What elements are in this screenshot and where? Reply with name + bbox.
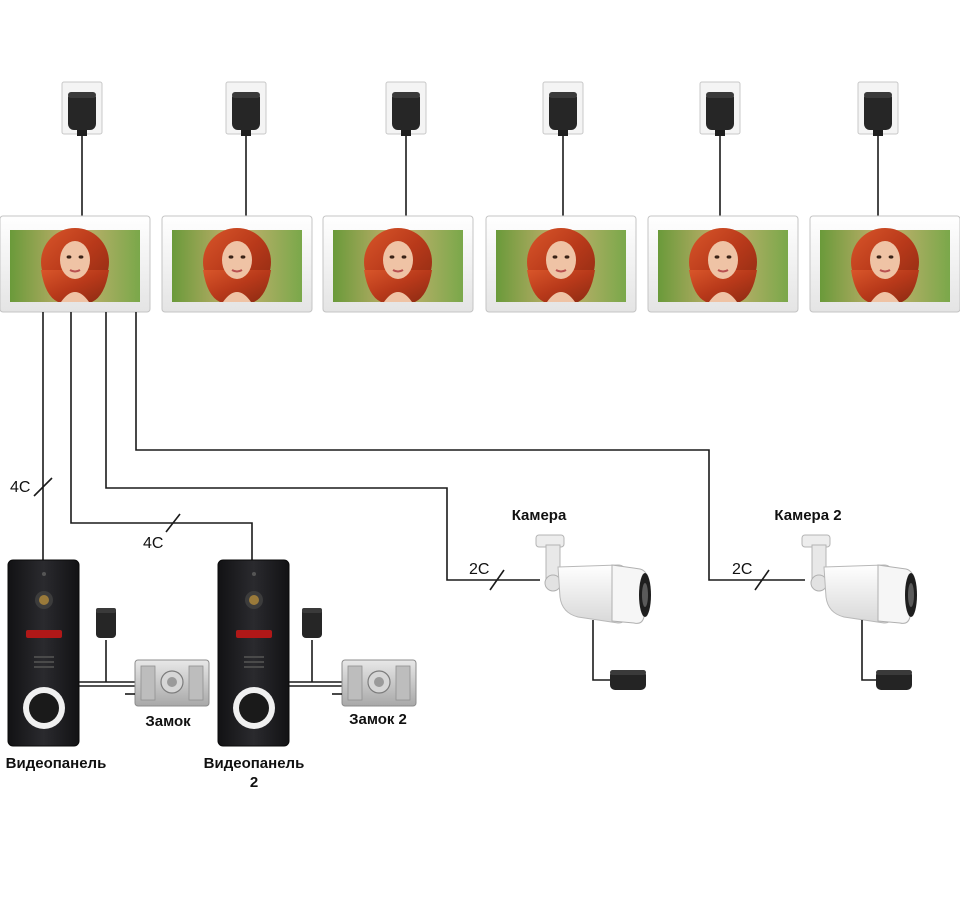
power-adapter-icon <box>542 81 584 137</box>
monitor-1 <box>0 215 151 313</box>
monitor-power-adapters <box>61 81 899 137</box>
monitors-row <box>0 215 960 313</box>
panel-1-label: Видеопанель <box>6 755 107 772</box>
panel-1-lock-wiring <box>79 640 135 687</box>
panel-2-lock-wiring <box>289 640 342 687</box>
door-panel-2 <box>217 559 290 747</box>
power-adapter-icon <box>61 81 103 137</box>
wiring <box>33 312 805 591</box>
power-adapter-icon <box>96 608 116 638</box>
lock-1-label: Замок <box>145 713 191 730</box>
monitor-6 <box>809 215 960 313</box>
door-panel-1 <box>7 559 80 747</box>
power-adapter-icon <box>385 81 427 137</box>
power-adapter-icon <box>225 81 267 137</box>
lock-2-label: Замок 2 <box>349 711 407 728</box>
power-adapter-icon <box>857 81 899 137</box>
monitor-2 <box>161 215 313 313</box>
wire-camera-1 <box>105 312 540 581</box>
power-adapter-icon <box>302 608 322 638</box>
power-adapter-icon <box>699 81 741 137</box>
camera-2-label: Камера 2 <box>774 507 841 524</box>
wire-label-camera-1: 2С <box>469 561 489 578</box>
power-adapter-icon <box>876 670 912 690</box>
camera-2-power-cord <box>861 620 878 681</box>
camera-2 <box>801 534 918 624</box>
camera-1-label: Камера <box>512 507 567 524</box>
wire-label-camera-2: 2С <box>732 561 752 578</box>
monitor-4 <box>485 215 637 313</box>
power-adapter-icon <box>610 670 646 690</box>
monitor-5 <box>647 215 799 313</box>
door-lock-2 <box>331 659 417 707</box>
wire-label-panel-2: 4С <box>143 535 163 552</box>
wire-panel-2 <box>70 312 253 560</box>
panel-2-label-number: 2 <box>250 774 258 791</box>
wire-label-panel-1: 4С <box>10 479 30 496</box>
door-lock-1 <box>124 659 210 707</box>
monitor-3 <box>322 215 474 313</box>
camera-1 <box>535 534 652 624</box>
monitor-power-cords <box>81 136 879 216</box>
wire-camera-2 <box>135 312 805 581</box>
panel-2-label: Видеопанель <box>204 755 305 772</box>
camera-1-power-cord <box>592 620 612 681</box>
